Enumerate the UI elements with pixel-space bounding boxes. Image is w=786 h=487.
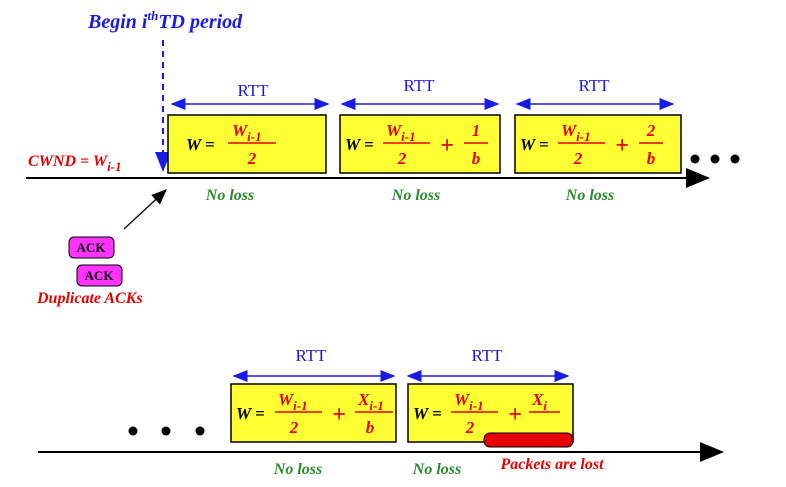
cwnd-label: CWND = Wi-1 — [28, 153, 122, 174]
svg-text:b: b — [366, 418, 375, 437]
svg-text:Wi-1: Wi-1 — [386, 121, 416, 144]
svg-text:ACK: ACK — [85, 268, 115, 283]
svg-text:b: b — [472, 149, 481, 168]
rtt-arrow-5: RTT — [406, 346, 570, 382]
svg-text:W =: W = — [345, 135, 374, 154]
svg-text:ACK: ACK — [77, 240, 107, 255]
svg-text:2: 2 — [247, 149, 257, 168]
no-loss-label-3: No loss — [565, 187, 614, 204]
rtt-label-1: RTT — [237, 81, 269, 100]
svg-text:Xi: Xi — [531, 390, 547, 413]
svg-text:+: + — [508, 402, 522, 428]
window-box-2: W = Wi-1 2 + 1 b — [339, 114, 501, 174]
no-loss-label-4: No loss — [273, 461, 322, 478]
svg-text:W =: W = — [520, 135, 549, 154]
ack-badge-1: ACK — [68, 236, 115, 259]
svg-text:2: 2 — [465, 418, 475, 437]
svg-text:W =: W = — [186, 135, 215, 154]
ack-pointer-arrow — [123, 189, 167, 230]
svg-text:2: 2 — [397, 149, 407, 168]
window-box-5: W = Wi-1 2 + Xi — [407, 383, 574, 443]
svg-text:2: 2 — [646, 121, 656, 140]
svg-text:2: 2 — [573, 149, 583, 168]
svg-text:+: + — [332, 402, 346, 428]
svg-text:Wi-1: Wi-1 — [232, 121, 262, 144]
packets-lost-label: Packets are lost — [499, 456, 604, 473]
rtt-arrow-2: RTT — [340, 76, 500, 110]
rtt-label-2: RTT — [403, 76, 435, 95]
rtt-label-3: RTT — [578, 76, 610, 95]
no-loss-label-1: No loss — [205, 187, 254, 204]
ack-badge-2: ACK — [76, 264, 123, 287]
period-label: Begin ithTD period — [87, 8, 243, 33]
svg-text:Wi-1: Wi-1 — [454, 390, 484, 413]
svg-text:2: 2 — [289, 418, 299, 437]
duplicate-acks-label: Duplicate ACKs — [36, 290, 143, 307]
rtt-arrow-4: RTT — [232, 346, 396, 382]
rtt-arrow-3: RTT — [515, 76, 675, 110]
svg-text:W =: W = — [413, 404, 442, 423]
rtt-arrow-1: RTT — [170, 81, 330, 110]
no-loss-label-5: No loss — [412, 461, 461, 478]
svg-text:Wi-1: Wi-1 — [278, 390, 308, 413]
svg-text:1: 1 — [472, 121, 481, 140]
window-box-3: W = Wi-1 2 + 2 b — [514, 114, 682, 174]
window-box-1: W = Wi-1 2 — [167, 114, 327, 174]
continuation-dots-top — [690, 154, 740, 164]
svg-text:+: + — [440, 133, 454, 159]
svg-text:+: + — [615, 133, 629, 159]
lost-packets-bar — [483, 432, 574, 448]
no-loss-label-2: No loss — [391, 187, 440, 204]
svg-text:Wi-1: Wi-1 — [561, 121, 591, 144]
svg-text:b: b — [647, 149, 656, 168]
window-box-4: W = Wi-1 2 + Xi-1 b — [230, 383, 397, 443]
continuation-dots-bottom — [128, 426, 205, 436]
svg-text:W =: W = — [236, 404, 265, 423]
svg-text:Xi-1: Xi-1 — [357, 390, 384, 413]
rtt-label-5: RTT — [471, 346, 503, 365]
rtt-label-4: RTT — [295, 346, 327, 365]
